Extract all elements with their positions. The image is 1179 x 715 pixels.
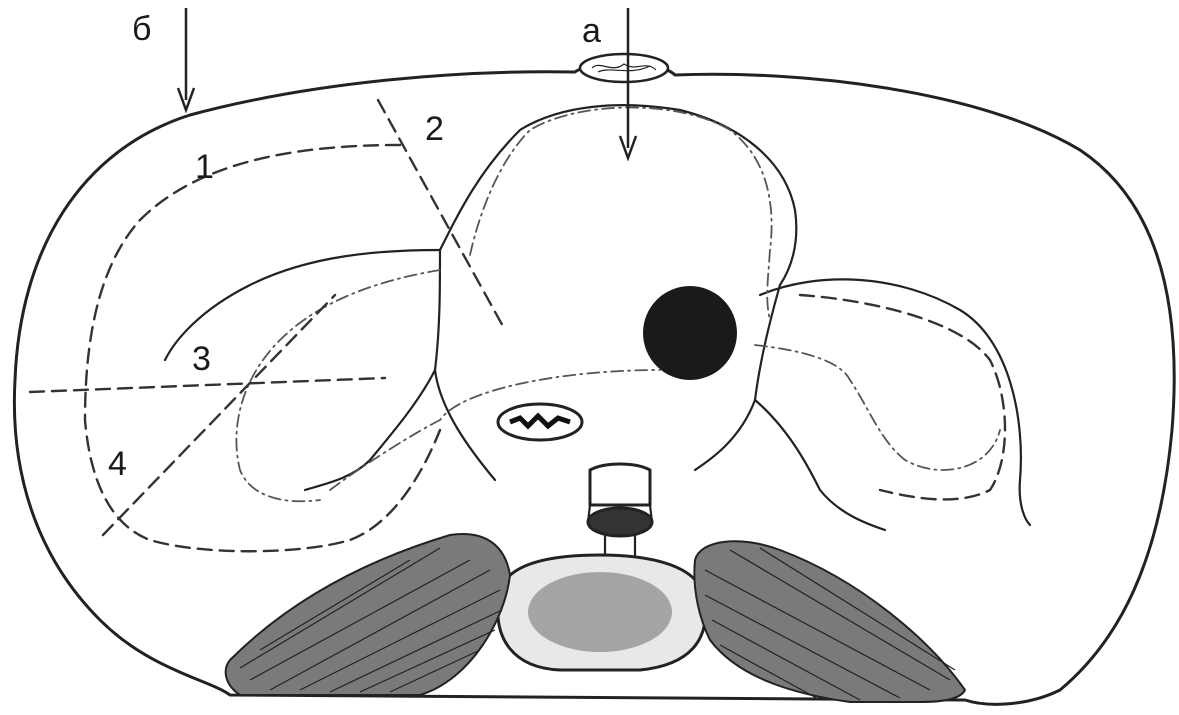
- label-1: 1: [195, 148, 214, 186]
- incision-line-3: [30, 378, 385, 392]
- central-tendon-right-lower: [755, 400, 885, 530]
- label-4: 4: [108, 445, 127, 483]
- left-crus-muscle: [226, 534, 510, 695]
- label-b: б: [132, 10, 151, 48]
- projection-contour-left: [236, 270, 440, 501]
- vertebra-core: [528, 572, 672, 652]
- projection-contour-lower: [330, 370, 660, 490]
- dark-circle-opening: [643, 286, 737, 380]
- right-crus-muscle: [694, 541, 965, 702]
- label-3: 3: [192, 340, 211, 378]
- sternum-oval: [580, 54, 668, 82]
- right-dashed-contour: [800, 295, 1005, 499]
- projection-contour-right: [755, 345, 1000, 470]
- tube-opening: [588, 508, 652, 536]
- label-2: 2: [425, 110, 444, 148]
- central-tendon-left-lower: [305, 370, 435, 490]
- central-tendon-middle-left: [435, 250, 495, 480]
- label-a: а: [582, 12, 601, 50]
- central-tendon-right-leaf: [760, 279, 1030, 525]
- central-tendon-middle-upper: [440, 105, 796, 285]
- incision-line-4: [103, 295, 335, 535]
- liver-dashed-contour: [85, 145, 440, 551]
- tube-structure: [590, 464, 650, 505]
